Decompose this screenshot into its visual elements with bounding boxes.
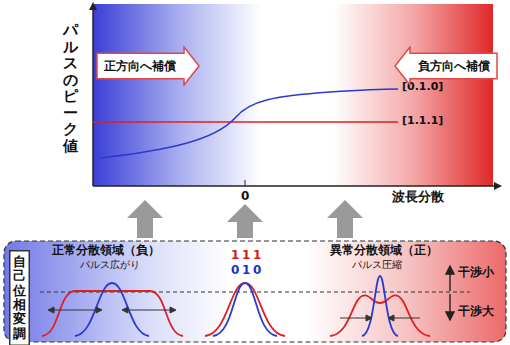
zero-tick — [245, 180, 246, 186]
blue-curve-010 — [100, 89, 398, 158]
interference-label: 干渉小 — [458, 266, 494, 280]
compressed-blue-pulse — [362, 276, 398, 336]
compression-arrows — [340, 315, 420, 321]
bit-digit: 1 — [242, 264, 250, 278]
axis-title: 波長分散 — [392, 190, 444, 205]
bit-digit: 0 — [253, 264, 261, 278]
region-title: 正常分散領域（負） — [52, 244, 160, 258]
bit-digit: 1 — [242, 249, 250, 263]
node-text: 負方向へ補償 — [418, 58, 490, 75]
red-line-111 — [93, 121, 398, 123]
gray-up-arrows — [127, 200, 363, 238]
y-axis — [92, 6, 94, 186]
curve-label: [1.1.1] — [402, 115, 443, 128]
red-pulse — [205, 283, 285, 336]
compensation-arrow: 正方向へ補償 — [96, 46, 200, 86]
compensation-arrow: 負方向へ補償 — [394, 46, 498, 86]
node-text: 自己位相変調 — [13, 255, 26, 341]
region-subtitle: パルス広がり — [80, 259, 140, 271]
bit-digit: 1 — [253, 249, 261, 263]
node-text: 正方向へ補償 — [104, 58, 176, 75]
axis-arrowhead — [89, 2, 97, 10]
spm-dashed-box — [4, 241, 506, 342]
region-title: 異常分散領域（正） — [330, 244, 438, 258]
bit-digit: 0 — [231, 264, 239, 278]
region-subtitle: パルス圧縮 — [352, 259, 402, 271]
axis-title: パルスのピーク値 — [63, 22, 78, 154]
x-axis — [93, 185, 496, 187]
red-pulse — [330, 295, 430, 336]
interference-arrows — [446, 266, 454, 320]
broadening-arrows — [48, 307, 176, 313]
axis-arrowhead — [494, 182, 502, 190]
spm-label-box: 自己位相変調 — [9, 250, 30, 345]
tick-label: 0 — [241, 190, 249, 204]
broadened-red-pulse — [42, 291, 183, 336]
bit-digit: 1 — [231, 249, 239, 263]
dispersion-gradient — [93, 4, 493, 186]
interference-label: 干渉大 — [458, 305, 494, 319]
blue-pulse — [213, 283, 277, 336]
